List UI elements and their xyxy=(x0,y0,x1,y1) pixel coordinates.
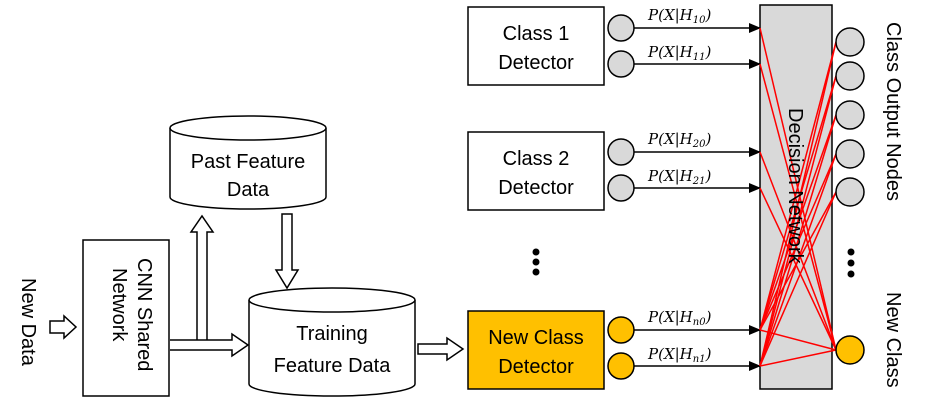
class2-node-0 xyxy=(607,138,635,166)
class2-detector-line1: Class 2 xyxy=(503,148,570,170)
past-db-line2: Data xyxy=(227,179,270,201)
past-feature-data-cylinder xyxy=(169,115,327,210)
new-class-label: New Class xyxy=(882,292,904,388)
past-db-line1: Past Feature xyxy=(191,151,306,173)
detector-ellipsis xyxy=(532,248,540,276)
class1-node-0 xyxy=(607,14,635,42)
class-output-node-4 xyxy=(835,139,865,169)
class2-node-1 xyxy=(607,174,635,202)
decision-connections xyxy=(759,27,837,367)
new-class-node-1 xyxy=(607,352,635,380)
prob-h21-label: P(X|H21) xyxy=(647,167,712,187)
prob-hn1-label: P(X|Hn1) xyxy=(647,345,712,365)
prob-h20-label: P(X|H20) xyxy=(647,130,712,150)
training-db-line1: Training xyxy=(296,323,368,345)
class-output-nodes-label: Class Output Nodes xyxy=(882,22,904,201)
output-ellipsis xyxy=(847,248,855,278)
class-output-node-3 xyxy=(835,100,865,130)
new-class-node-0 xyxy=(607,316,635,344)
new-class-detector-line2: Detector xyxy=(498,356,574,378)
prob-h11-label: P(X|H11) xyxy=(647,43,712,63)
prob-hn0-label: P(X|Hn0) xyxy=(647,308,712,328)
class1-node-1 xyxy=(607,50,635,78)
class-output-node-1 xyxy=(835,27,865,57)
class1-detector-line1: Class 1 xyxy=(503,23,570,45)
past-to-training-arrow xyxy=(274,213,300,290)
class-output-node-5 xyxy=(835,177,865,207)
class1-detector-box xyxy=(467,6,605,86)
class2-detector-line2: Detector xyxy=(498,177,574,199)
new-data-label: New Data xyxy=(17,278,39,367)
new-class-detector-line1: New Class xyxy=(488,327,584,349)
class2-detector-box xyxy=(467,131,605,211)
new-class-detector-box xyxy=(467,310,605,390)
cnn-to-training-arrow xyxy=(170,332,250,358)
training-db-line2: Feature Data xyxy=(274,355,392,377)
class1-detector-line2: Detector xyxy=(498,52,574,74)
cnn-shared-network-box xyxy=(82,239,170,397)
cnn-to-past-arrow xyxy=(189,214,215,340)
training-feature-data-cylinder xyxy=(248,287,416,397)
cnn-label-line1: CNN Shared xyxy=(133,258,155,371)
training-to-detector-arrow xyxy=(417,336,465,362)
prob-h10-label: P(X|H10) xyxy=(647,6,712,26)
decision-network-label: Decision Network xyxy=(784,108,806,265)
new-data-arrow xyxy=(49,314,78,340)
class-output-node-2 xyxy=(835,61,865,91)
new-class-output-node xyxy=(835,335,865,365)
cnn-label-line2: Network xyxy=(108,268,130,342)
